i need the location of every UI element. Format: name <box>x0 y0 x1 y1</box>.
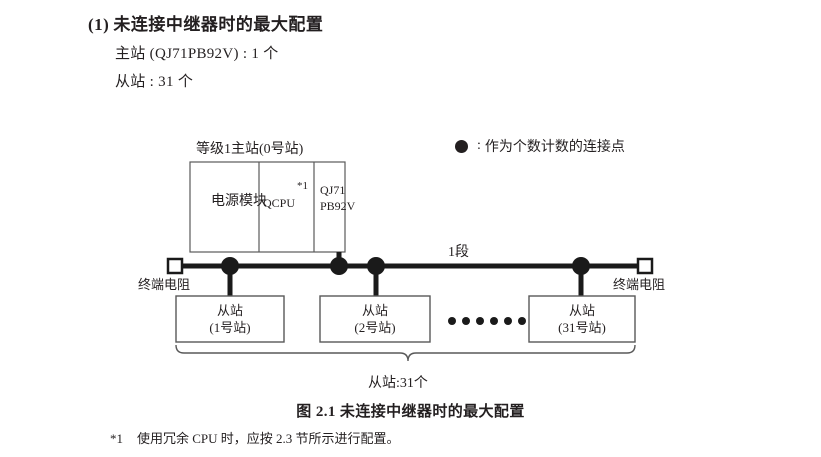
terminator-left-label: 终端电阻 <box>138 277 191 292</box>
connection-point-dot <box>572 257 590 275</box>
slave-station-box <box>175 295 285 343</box>
master-station-label: 等级1主站(0号站) <box>196 142 304 157</box>
terminator-right-icon <box>636 257 654 275</box>
connection-point-dot <box>367 257 385 275</box>
network-module-label-line1: QJ71 <box>320 183 346 197</box>
network-module-label-line2: PB92V <box>320 199 356 213</box>
segment-label: 1段 <box>448 245 469 260</box>
slave-group-brace <box>175 344 636 362</box>
slave-station-number: (2号站) <box>354 320 396 335</box>
slave-title: 从站 <box>361 303 388 318</box>
slave-title: 从站 <box>568 303 595 318</box>
slave-station-box <box>528 295 636 343</box>
spec-master-count: 主站 (QJ71PB92V) : 1 个 <box>115 46 279 62</box>
cpu-module-label: QCPU <box>263 196 296 210</box>
slave-group-brace-label: 从站:31个 <box>368 376 428 391</box>
footnote-mark: *1 <box>110 431 123 446</box>
section-title: 未连接中继器时的最大配置 <box>113 15 324 34</box>
legend-colon: : <box>477 138 481 153</box>
footnote: *1 使用冗余 CPU 时，应按 2.3 节所示进行配置。 <box>110 428 400 447</box>
footnote-text: 使用冗余 CPU 时，应按 2.3 节所示进行配置。 <box>137 431 400 446</box>
connection-point-dot <box>330 257 348 275</box>
slave-station-number: (1号站) <box>209 320 251 335</box>
slave-station-box <box>319 295 431 343</box>
cpu-footnote-mark: *1 <box>297 180 308 192</box>
slave-station-1-caption: 从站 (1号站) <box>176 302 284 336</box>
terminator-right-label: 终端电阻 <box>613 277 666 292</box>
master-rack <box>189 161 346 253</box>
ellipsis-dots <box>448 317 526 325</box>
filled-circle-icon <box>455 139 468 153</box>
slave-station-31-caption: 从站 (31号站) <box>529 302 635 336</box>
section-number: (1) <box>88 15 110 34</box>
figure-caption: 图 2.1 未连接中继器时的最大配置 <box>296 404 525 420</box>
legend: : 作为个数计数的连接点 <box>455 136 625 156</box>
power-module-label: 电源模块 <box>211 194 267 209</box>
slave-station-2-caption: 从站 (2号站) <box>320 302 430 336</box>
connection-point-dot <box>221 257 239 275</box>
legend-label: 作为个数计数的连接点 <box>484 140 625 155</box>
slave-station-number: (31号站) <box>558 320 606 335</box>
spec-slave-count: 从站 : 31 个 <box>115 74 194 90</box>
terminator-left-icon <box>166 257 184 275</box>
section-heading: (1)未连接中继器时的最大配置 <box>88 10 323 35</box>
slave-title: 从站 <box>216 303 243 318</box>
